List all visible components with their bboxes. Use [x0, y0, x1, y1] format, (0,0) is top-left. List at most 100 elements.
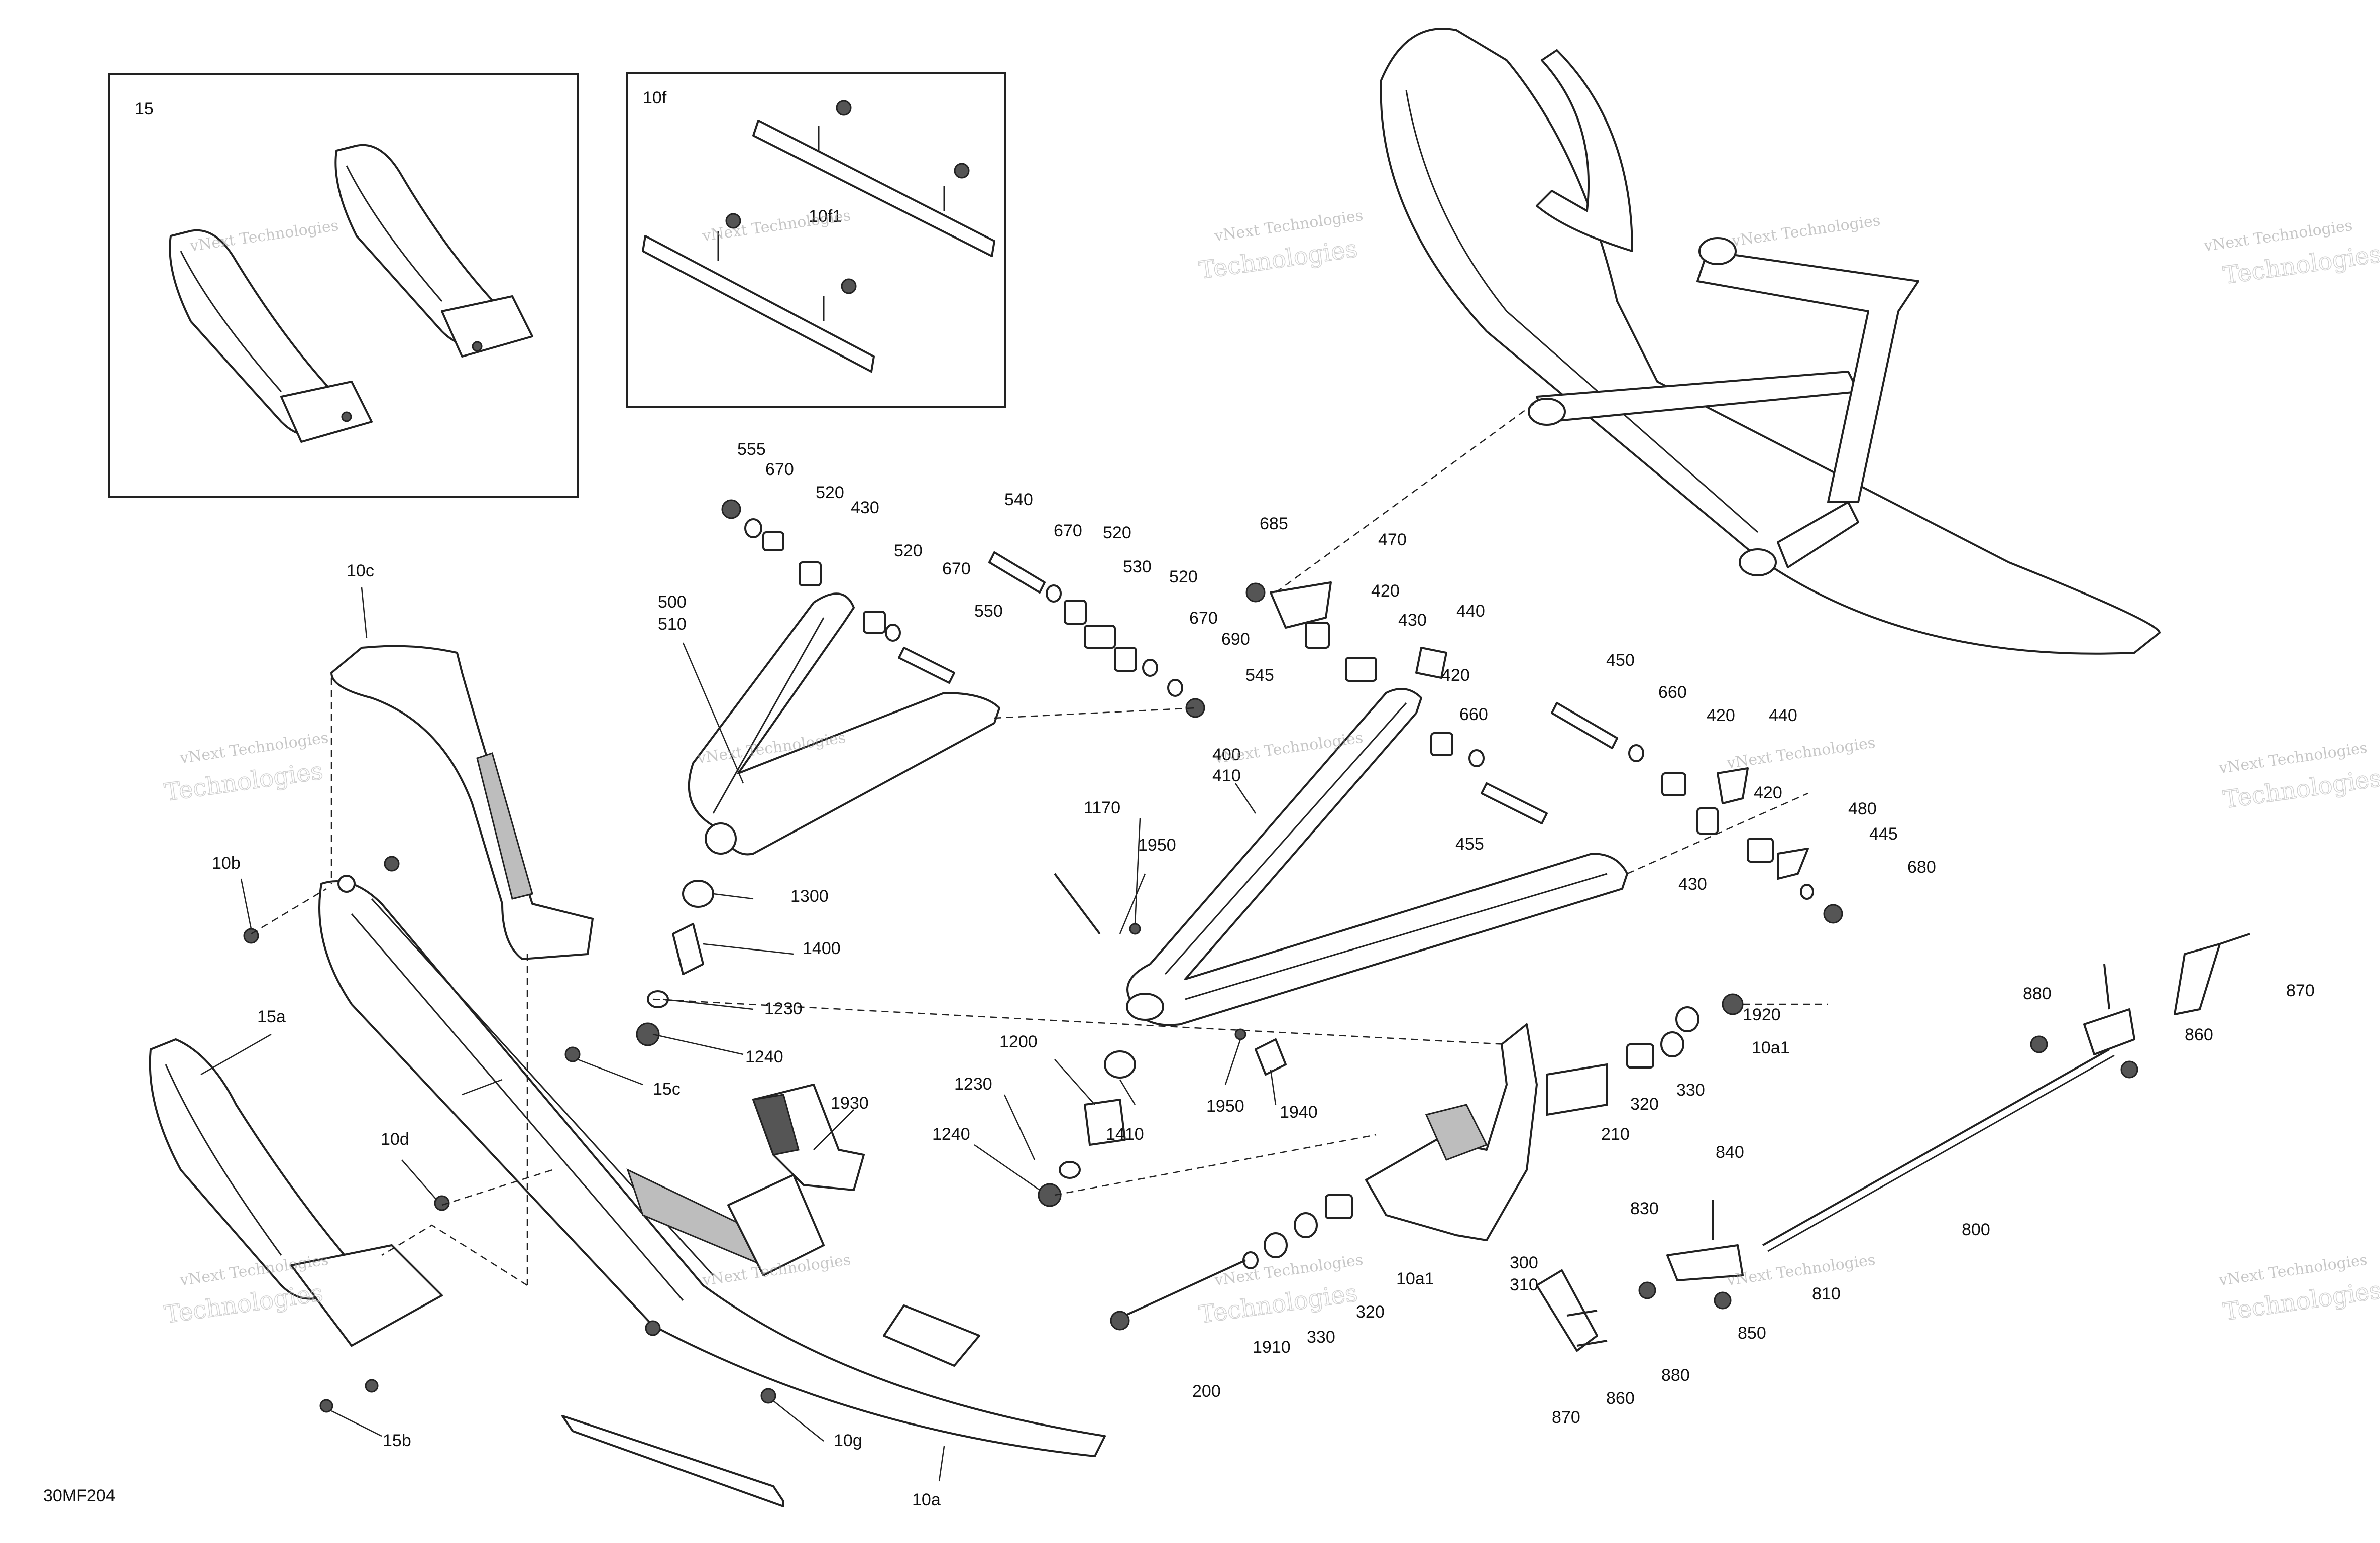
- ski-guard-part: [169, 144, 533, 443]
- callout-310: 310: [1510, 1275, 1538, 1294]
- watermark-text: vNext Technologies: [1725, 734, 1876, 772]
- callout-10d: 10d: [381, 1130, 409, 1149]
- callout-1930: 1930: [831, 1094, 869, 1113]
- callout-840: 840: [1716, 1143, 1744, 1162]
- callout-1230-b: 1230: [954, 1075, 992, 1094]
- callout-1910: 1910: [1253, 1338, 1291, 1357]
- callout-420-d: 420: [1754, 783, 1782, 802]
- callout-1920: 1920: [1743, 1005, 1781, 1024]
- callout-1240-a: 1240: [745, 1047, 783, 1066]
- callout-440-b: 440: [1769, 706, 1797, 725]
- callout-870-a: 870: [2286, 981, 2315, 1000]
- callout-510: 510: [658, 615, 687, 634]
- callout-480: 480: [1848, 799, 1877, 818]
- diagram-id-label: 30MF204: [43, 1486, 116, 1505]
- watermark-text: vNext Technologies: [188, 217, 339, 255]
- callout-520-c: 520: [1103, 523, 1131, 542]
- callout-660-b: 660: [1658, 683, 1687, 702]
- callout-870-b: 870: [1552, 1408, 1580, 1427]
- callout-800: 800: [1962, 1220, 1990, 1239]
- callout-430-b: 430: [1398, 611, 1427, 630]
- callout-10a: 10a: [912, 1490, 941, 1509]
- callout-660-a: 660: [1459, 705, 1488, 724]
- callout-1950-b: 1950: [1206, 1097, 1244, 1116]
- callout-1240-b: 1240: [932, 1125, 970, 1144]
- assembly-dashed-lines: [251, 401, 1828, 1286]
- callout-10a1-a: 10a1: [1752, 1038, 1790, 1057]
- callout-1950-a: 1950: [1138, 836, 1176, 855]
- callout-520-b: 520: [894, 541, 923, 560]
- ski-assembly-reference: [1380, 28, 2161, 655]
- callout-15: 15: [135, 99, 154, 118]
- watermark-text: vNext Technologies: [1730, 212, 1881, 250]
- bumper-1930: [752, 1084, 865, 1191]
- callout-15a: 15a: [257, 1007, 286, 1026]
- callout-210: 210: [1601, 1125, 1630, 1144]
- callout-330-a: 330: [1676, 1081, 1705, 1100]
- watermark-text: vNext Technologies: [701, 207, 852, 245]
- callout-860-b: 860: [1606, 1389, 1635, 1408]
- callout-850: 850: [1738, 1324, 1766, 1343]
- lower-a-arm-400: [1126, 688, 1628, 1026]
- upper-a-arm-500: [688, 592, 1000, 856]
- callout-680: 680: [1907, 858, 1936, 877]
- callout-670-b: 670: [942, 559, 971, 578]
- callout-430-a: 430: [851, 498, 879, 517]
- callout-880-b: 880: [1661, 1366, 1690, 1385]
- inset-box-15: 15: [108, 73, 579, 498]
- callout-15c: 15c: [653, 1080, 681, 1099]
- callout-470: 470: [1378, 530, 1407, 549]
- wear-bar-part: [642, 100, 995, 373]
- ski-assembly-10a: [318, 875, 1106, 1507]
- callout-1410: 1410: [1106, 1125, 1144, 1144]
- callout-810: 810: [1812, 1284, 1841, 1303]
- callout-400: 400: [1212, 745, 1241, 764]
- callout-830: 830: [1630, 1199, 1659, 1218]
- callout-1300: 1300: [790, 887, 829, 906]
- callout-labels: 10c 10b 15a 10d 15c 15b 10g 10a 555 670 …: [212, 440, 2315, 1509]
- callout-500: 500: [658, 592, 687, 612]
- callout-10g: 10g: [834, 1431, 862, 1450]
- callout-520-a: 520: [816, 483, 844, 502]
- callout-860-a: 860: [2185, 1025, 2213, 1044]
- callout-1400: 1400: [803, 939, 841, 958]
- callout-200: 200: [1192, 1382, 1221, 1401]
- callout-430-c: 430: [1678, 875, 1707, 894]
- callout-420-c: 420: [1707, 706, 1735, 725]
- callout-10a1-b: 10a1: [1396, 1269, 1434, 1288]
- callout-455: 455: [1455, 835, 1484, 854]
- callout-685: 685: [1260, 514, 1288, 533]
- callout-670-c: 670: [1054, 521, 1082, 540]
- inset-box-10f: 10f 10f1: [626, 72, 1006, 408]
- callout-leader-lines: [200, 587, 1277, 1482]
- callout-670-d: 670: [1189, 609, 1218, 628]
- callout-670-a: 670: [765, 460, 794, 479]
- callout-690: 690: [1221, 630, 1250, 649]
- hardware-parts: [243, 499, 2250, 1413]
- callout-1200: 1200: [999, 1032, 1038, 1051]
- tie-rod-800: [1536, 943, 2221, 1352]
- ski-leg-10c: [330, 645, 594, 960]
- callout-10f: 10f: [643, 88, 667, 107]
- callout-300: 300: [1510, 1253, 1538, 1272]
- callout-530: 530: [1123, 557, 1152, 576]
- callout-1170: 1170: [1084, 798, 1120, 817]
- callout-330-b: 330: [1307, 1328, 1335, 1347]
- callout-1940: 1940: [1280, 1103, 1318, 1122]
- callout-10b: 10b: [212, 854, 241, 873]
- ski-guard-15a: [149, 1038, 443, 1347]
- callout-10c: 10c: [347, 561, 374, 580]
- callout-540: 540: [1004, 490, 1033, 509]
- callout-550: 550: [974, 602, 1003, 621]
- callout-880-a: 880: [2023, 984, 2052, 1003]
- callout-1230-a: 1230: [764, 999, 803, 1018]
- watermark-text: vNext Technologies: [1725, 1251, 1876, 1289]
- callout-320-a: 320: [1630, 1095, 1659, 1114]
- callout-320-b: 320: [1356, 1302, 1385, 1322]
- spindle-300: [1365, 1023, 1538, 1241]
- callout-410: 410: [1212, 766, 1241, 785]
- callout-545: 545: [1245, 666, 1274, 685]
- callout-10f1: 10f1: [809, 207, 842, 226]
- callout-555: 555: [737, 440, 766, 459]
